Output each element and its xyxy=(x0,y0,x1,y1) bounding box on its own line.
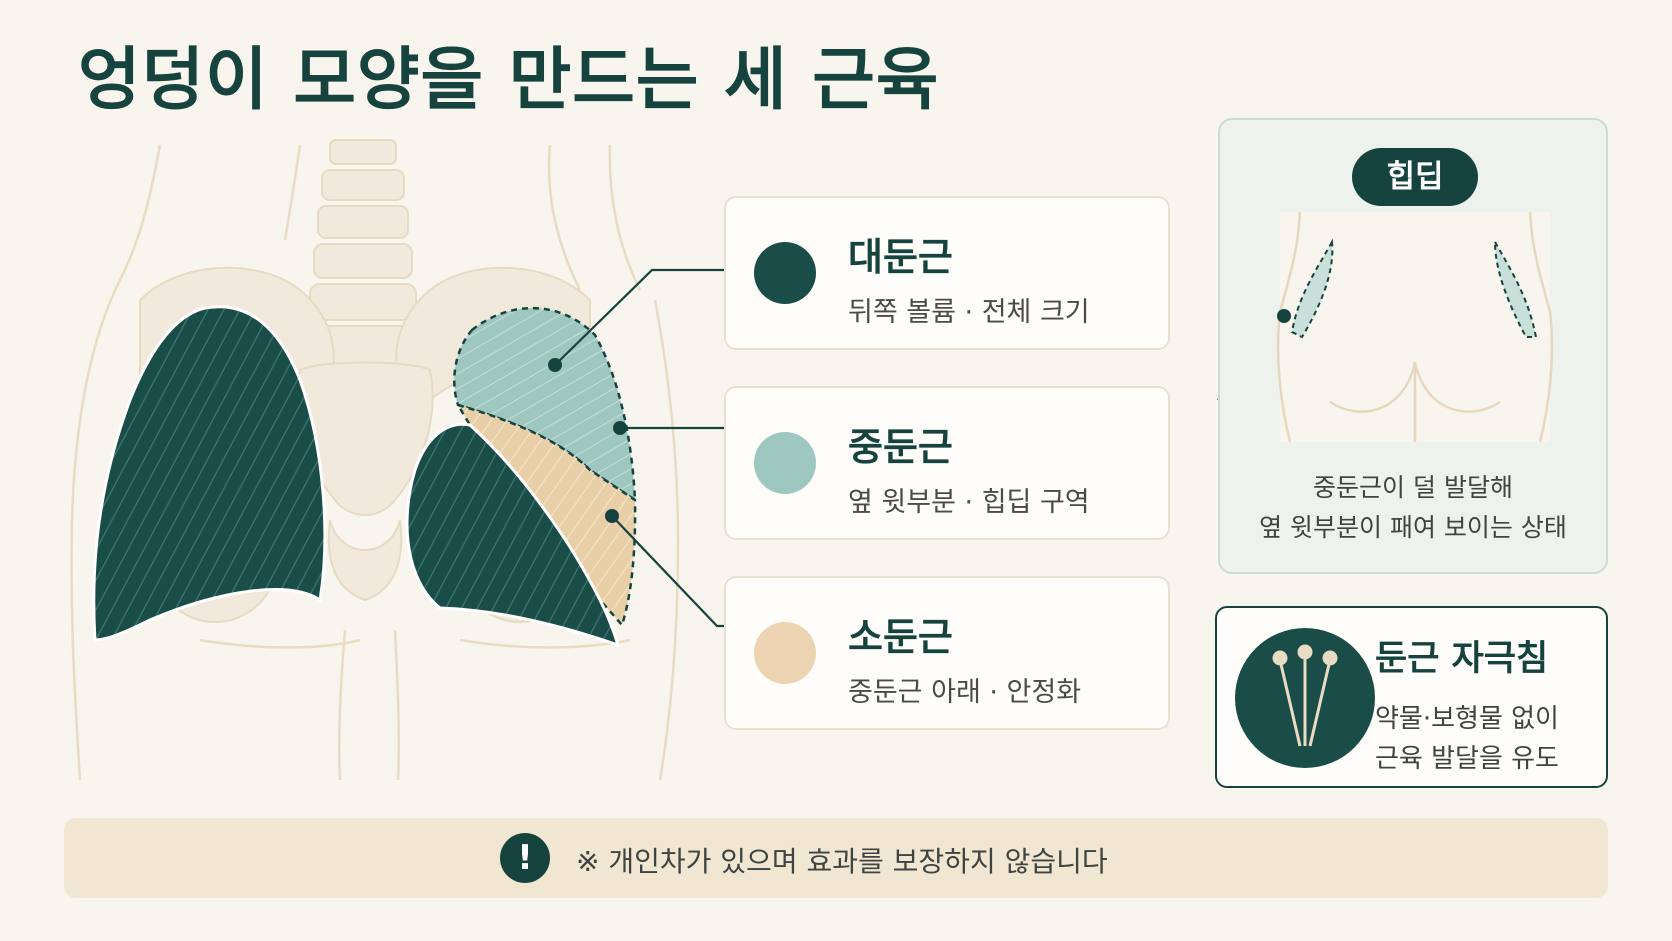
muscle-desc: 옆 윗부분 · 힙딥 구역 xyxy=(848,487,1090,518)
hipdip-panel: 힙딥 중둔근이 덜 발달해 옆 윗부분이 패여 보이는 상태 xyxy=(1218,118,1608,574)
needle-desc-line2: 근육 발달을 유도 xyxy=(1375,744,1559,774)
needle-title: 둔근 자극침 xyxy=(1375,639,1549,679)
left-gluteus-maximus xyxy=(92,305,327,642)
muscle-desc: 뒤쪽 볼륨 · 전체 크기 xyxy=(848,297,1090,328)
color-dot-icon xyxy=(754,432,816,494)
muscle-card-gluteus-maximus: 대둔근 뒤쪽 볼륨 · 전체 크기 xyxy=(724,196,1170,350)
acupuncture-needles-icon xyxy=(1235,628,1375,768)
color-dot-icon xyxy=(754,622,816,684)
right-hipdip-shade xyxy=(1493,238,1538,338)
muscle-name: 소둔근 xyxy=(848,615,953,659)
muscle-name: 중둔근 xyxy=(848,425,953,469)
needle-panel: 둔근 자극침 약물·보형물 없이 근육 발달을 유도 xyxy=(1215,606,1608,788)
spine xyxy=(305,139,421,365)
right-gluteus-maximus xyxy=(405,422,621,648)
hipdip-text-line2: 옆 윗부분이 패여 보이는 상태 xyxy=(1259,513,1567,542)
page-title: 엉덩이 모양을 만드는 세 근육 xyxy=(78,41,940,120)
left-hipdip-shade xyxy=(1290,238,1334,339)
hipdip-text-line1: 중둔근이 덜 발달해 xyxy=(1313,473,1513,502)
muscle-name: 대둔근 xyxy=(848,235,953,279)
color-dot-icon xyxy=(754,242,816,304)
muscle-card-gluteus-medius: 중둔근 옆 윗부분 · 힙딥 구역 xyxy=(724,386,1170,540)
muscle-desc: 중둔근 아래 · 안정화 xyxy=(848,677,1082,708)
exclamation-icon: ! xyxy=(500,833,550,883)
right-gluteus-medius xyxy=(453,306,637,503)
hipdip-badge: 힙딥 xyxy=(1352,148,1478,206)
leader-dots xyxy=(548,358,627,523)
hipdip-figure-illustration xyxy=(1276,212,1554,443)
muscle-card-gluteus-minimus: 소둔근 중둔근 아래 · 안정화 xyxy=(724,576,1170,730)
disclaimer-text: ※ 개인차가 있으며 효과를 보장하지 않습니다 xyxy=(576,845,1108,878)
needle-desc-line1: 약물·보형물 없이 xyxy=(1375,704,1559,734)
right-gluteus-minimus xyxy=(455,402,637,628)
disclaimer-bar: ! ※ 개인차가 있으며 효과를 보장하지 않습니다 xyxy=(64,818,1608,898)
